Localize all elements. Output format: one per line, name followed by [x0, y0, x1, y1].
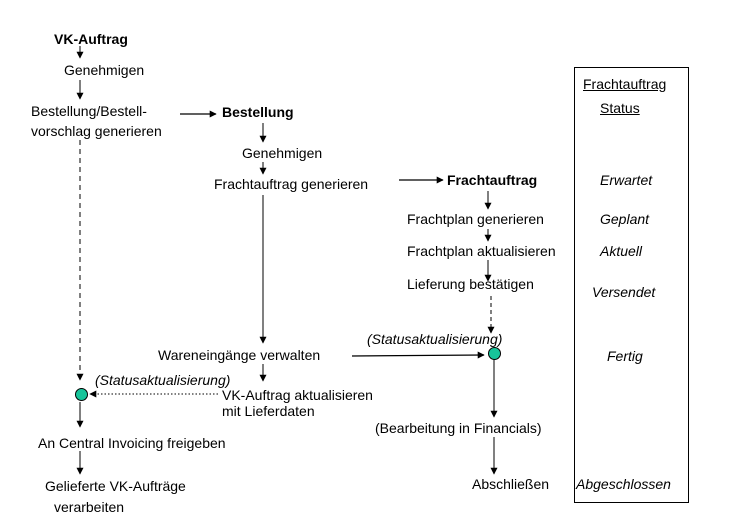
arrow-wareneingaenge-to-node-col3 [351, 351, 485, 359]
label-frachtauftrag-generieren: Frachtauftrag generieren [214, 176, 369, 192]
label-lieferung-bestaetigen: Lieferung bestätigen [407, 276, 534, 292]
status-abgeschlossen: Abgeschlossen [576, 476, 671, 492]
label-gelieferte-vk-2: verarbeiten [54, 499, 125, 515]
label-genehmigen-col1: Genehmigen [64, 62, 145, 78]
label-central-invoicing: An Central Invoicing freigeben [38, 435, 226, 451]
label-bestellung-generieren-2: vorschlag generieren [31, 123, 162, 139]
label-vk-aktualisieren-1: VK-Auftrag aktualisieren [222, 387, 373, 403]
label-bestellung-generieren-1: Bestellung/Bestell- [31, 103, 147, 119]
status-geplant: Geplant [600, 211, 650, 227]
status-node-col1 [75, 388, 88, 401]
label-vk-aktualisieren-2: mit Lieferdaten [222, 403, 315, 419]
label-statusaktualisierung-col3: (Statusaktualisierung) [367, 331, 503, 347]
status-versendet: Versendet [592, 284, 656, 300]
status-panel [574, 67, 689, 503]
label-statusaktualisierung-col1: (Statusaktualisierung) [95, 372, 231, 388]
label-gelieferte-vk-1: Gelieferte VK-Aufträge [45, 478, 186, 494]
label-bestellung: Bestellung [222, 104, 294, 120]
status-node-col3 [488, 347, 501, 360]
label-frachtplan-generieren: Frachtplan generieren [407, 211, 544, 227]
label-frachtauftrag: Frachtauftrag [447, 172, 538, 188]
status-header-frachtauftrag: Frachtauftrag [583, 76, 667, 92]
label-bearbeitung-financials: (Bearbeitung in Financials) [375, 420, 542, 436]
status-header-status: Status [600, 100, 640, 116]
status-fertig: Fertig [607, 348, 643, 364]
label-vk-auftrag: VK-Auftrag [54, 31, 128, 47]
label-genehmigen-col2: Genehmigen [242, 145, 323, 161]
label-abschliessen: Abschließen [472, 476, 550, 492]
label-wareneingaenge: Wareneingänge verwalten [158, 347, 321, 363]
status-aktuell: Aktuell [600, 243, 643, 259]
label-frachtplan-aktualisieren: Frachtplan aktualisieren [407, 243, 556, 259]
status-erwartet: Erwartet [600, 172, 653, 188]
